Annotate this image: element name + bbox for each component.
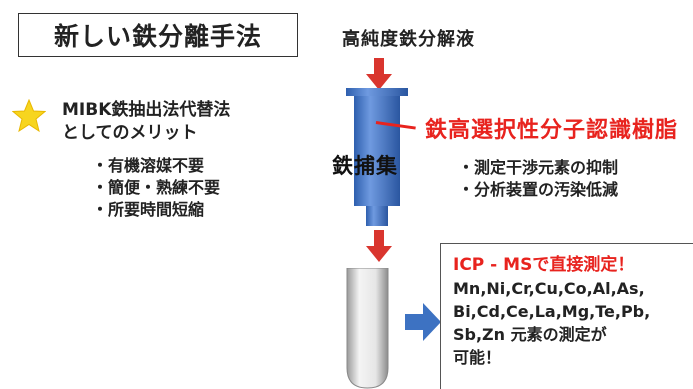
result-heading-method: ICP - MS [453, 255, 533, 275]
merit-item: ・所要時間短縮 [92, 200, 205, 219]
page-title: 新しい鉄分離手法 [53, 22, 262, 51]
result-heading: ICP - MSで直接測定！ [453, 254, 693, 277]
result-line: Mn,Ni,Cr,Cu,Co,Al,As, [453, 279, 645, 298]
test-tube [346, 268, 389, 389]
merit-line-1: MIBK鉄抽出法代替法 [62, 100, 231, 120]
resin-column [346, 88, 408, 226]
resin-merit-item: ・測定干渉元素の抑制 [458, 158, 619, 177]
result-box: ICP - MSで直接測定！ Mn,Ni,Cr,Cu,Co,Al,As, Bi,… [440, 243, 693, 389]
resin-label: 鉄高選択性分子認識樹脂 [425, 118, 679, 143]
merit-item: ・簡便・熟練不要 [92, 178, 221, 197]
down-arrow-icon [366, 58, 392, 90]
solution-label: 高純度鉄分解液 [342, 29, 475, 50]
resin-merit-list: ・測定干渉元素の抑制 ・分析装置の汚染低減 [458, 157, 618, 201]
merit-line-2: としてのメリット [62, 123, 198, 143]
result-line: Bi,Cd,Ce,La,Mg,Te,Pb, [453, 302, 651, 321]
merit-heading: MIBK鉄抽出法代替法 としてのメリット [62, 99, 230, 145]
result-line: Sb,Zn 元素の測定が [453, 325, 607, 344]
resin-merit-item: ・分析装置の汚染低減 [458, 180, 619, 199]
star-icon [12, 99, 46, 133]
result-line: 可能！ [453, 348, 502, 367]
result-heading-action: で直接測定！ [532, 255, 635, 275]
merit-item: ・有機溶媒不要 [92, 156, 205, 175]
title-box: 新しい鉄分離手法 [18, 13, 298, 57]
merit-list: ・有機溶媒不要 ・簡便・熟練不要 ・所要時間短縮 [92, 155, 220, 221]
down-arrow-icon [366, 230, 392, 262]
right-arrow-icon [405, 303, 441, 341]
capture-label: 鉄捕集 [332, 154, 398, 178]
